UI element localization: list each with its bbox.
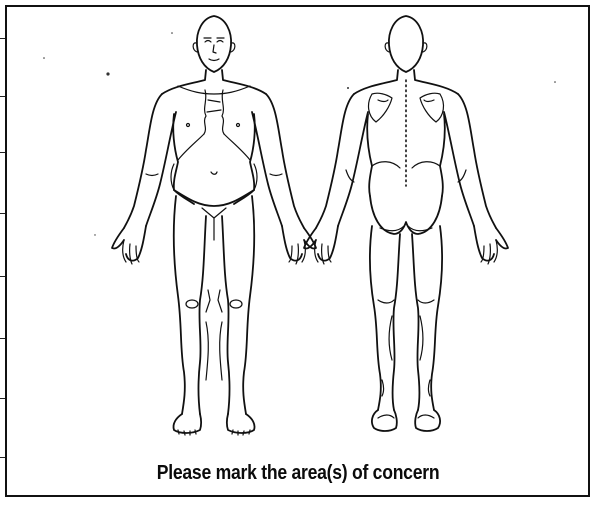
front-view[interactable] xyxy=(112,16,316,435)
front-torso[interactable] xyxy=(162,70,266,206)
front-head[interactable] xyxy=(193,16,235,72)
scan-specks xyxy=(43,32,556,236)
front-legs[interactable] xyxy=(173,196,254,435)
back-legs[interactable] xyxy=(370,226,442,431)
back-head[interactable] xyxy=(385,16,427,72)
back-torso[interactable] xyxy=(354,70,458,234)
back-view[interactable] xyxy=(304,16,508,431)
instruction-caption: Please mark the area(s) of concern xyxy=(36,462,560,485)
